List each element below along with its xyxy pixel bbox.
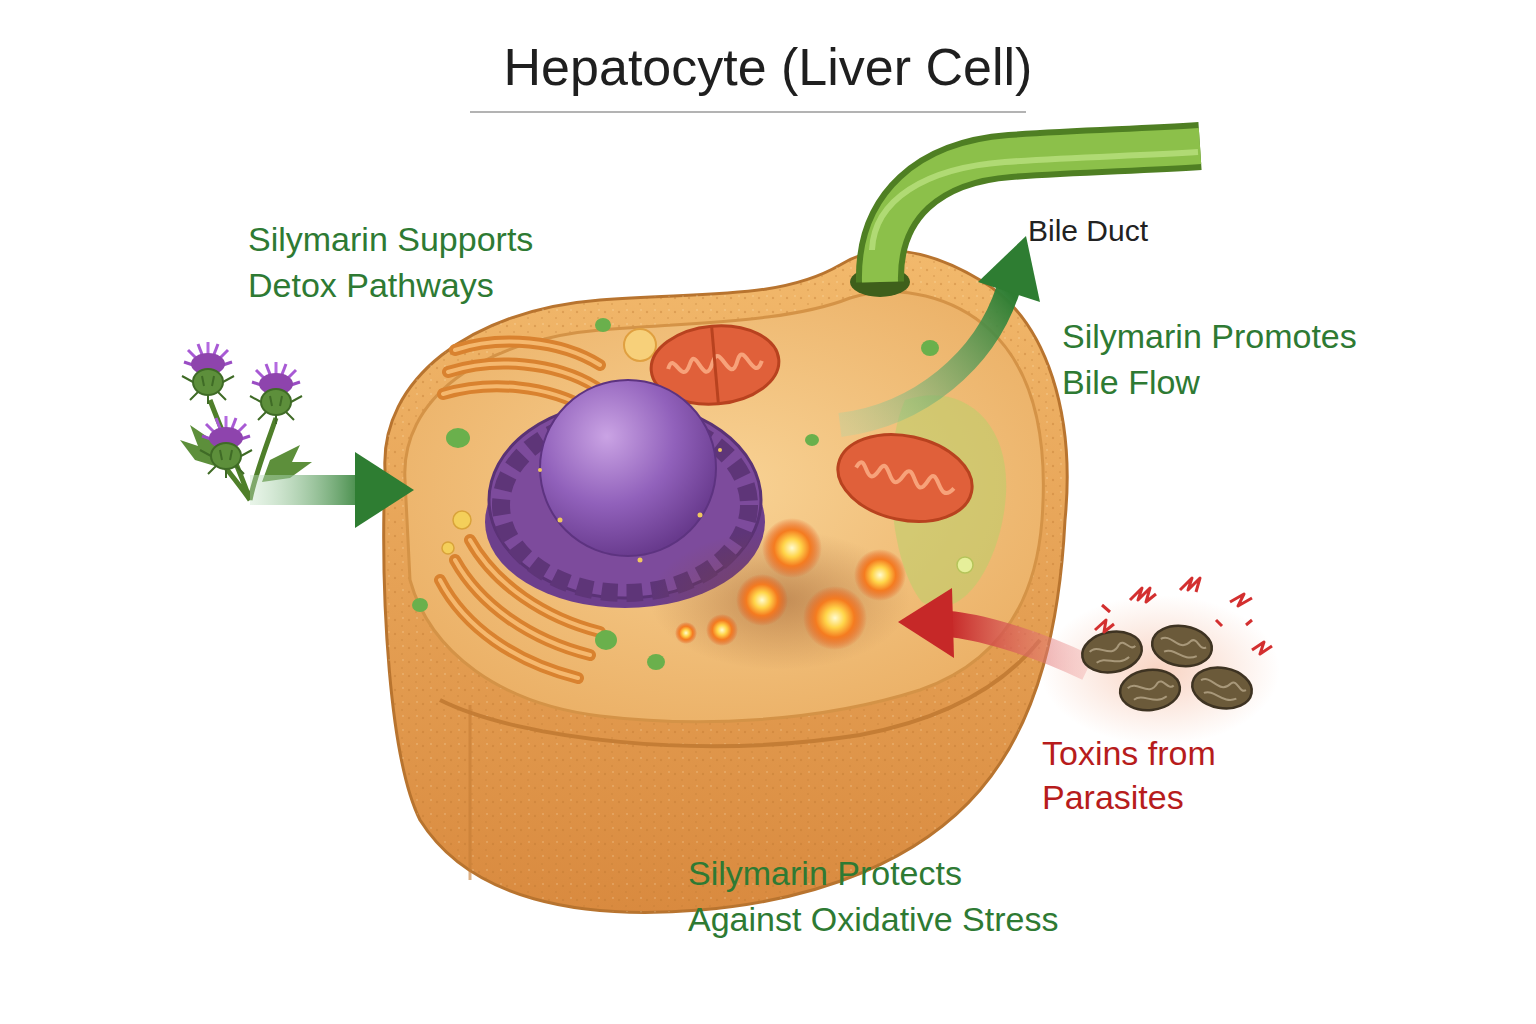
bile-duct-node: Bile Duct: [1028, 211, 1198, 250]
spark: [1230, 594, 1252, 606]
nucleus: [540, 380, 716, 556]
bile-flow-arrow: [840, 290, 1008, 425]
callout-text: Silymarin Protects Against Oxidative Str…: [688, 850, 1078, 942]
burst: [706, 614, 738, 646]
bile-duct-highlight: [872, 152, 1198, 250]
parasite: [1118, 667, 1182, 713]
granule: [595, 630, 617, 650]
oxidative-bursts: [675, 518, 906, 650]
thistle-flower: [200, 416, 252, 478]
parasite: [1079, 627, 1145, 677]
mitochondrion-body: [830, 423, 980, 533]
callout-text: Silymarin Promotes Bile Flow: [1062, 313, 1382, 405]
burst: [854, 549, 906, 601]
nucleus-speckles: [538, 448, 722, 563]
er-highlight: [455, 342, 600, 365]
bile-duct-wall: [880, 146, 1200, 282]
cell-fold: [469, 705, 472, 880]
er-highlight: [448, 364, 596, 387]
granule: [446, 428, 470, 448]
parasites: [1079, 622, 1255, 713]
spark: [1180, 578, 1200, 592]
granule: [412, 598, 428, 612]
arrow-head: [898, 588, 954, 658]
node-label: Bile Duct: [1028, 211, 1198, 250]
burst: [762, 518, 822, 578]
detox-arrow: [250, 475, 362, 505]
parasite-texture: [1089, 641, 1137, 667]
speckle: [538, 468, 542, 472]
cristae: [855, 460, 956, 494]
bile-duct: [880, 146, 1200, 282]
parasite: [1189, 663, 1255, 713]
granule: [595, 318, 611, 332]
granule: [805, 434, 819, 446]
diagram-title: Hepatocyte (Liver Cell): [0, 36, 1536, 98]
cell-body: [384, 251, 1067, 913]
toxin-sparks: [1095, 578, 1272, 654]
burst: [736, 574, 788, 626]
cristae: [712, 327, 719, 403]
title-underline: [470, 111, 1026, 113]
vesicle: [624, 329, 656, 361]
parasite-body: [1118, 667, 1182, 713]
speckle: [638, 558, 643, 563]
spark: [1102, 605, 1252, 626]
speckle: [698, 513, 703, 518]
cytoplasm: [405, 292, 1044, 722]
arrow-head: [355, 452, 414, 528]
thistle-flower: [250, 362, 302, 424]
parasite-texture: [1127, 680, 1175, 703]
spark: [1252, 642, 1272, 654]
vesicle: [957, 557, 973, 573]
thistle-flower: [182, 342, 234, 404]
mitochondrion: [830, 423, 980, 533]
cell-texture: [384, 251, 1067, 913]
toxin-arrow: [948, 624, 1088, 668]
speckle: [558, 518, 563, 523]
parasite-texture: [1199, 677, 1247, 703]
parasite-body: [1189, 663, 1255, 713]
vesicle: [453, 511, 471, 529]
parasite: [1150, 622, 1215, 670]
callout-text: Silymarin Supports Detox Pathways: [248, 216, 568, 308]
burst: [675, 622, 697, 644]
vesicle: [442, 542, 454, 554]
node-label: Toxins from Parasites: [1042, 731, 1272, 819]
burst: [803, 586, 867, 650]
speckle: [718, 448, 722, 452]
spark: [1095, 620, 1114, 632]
granule: [921, 340, 939, 356]
granule: [647, 654, 665, 670]
spark: [1130, 588, 1156, 602]
parasite-texture: [1159, 636, 1207, 660]
toxin-source-node: Toxins from Parasites: [1042, 731, 1272, 819]
parasite-body: [1150, 622, 1215, 670]
parasite-body: [1079, 627, 1145, 677]
